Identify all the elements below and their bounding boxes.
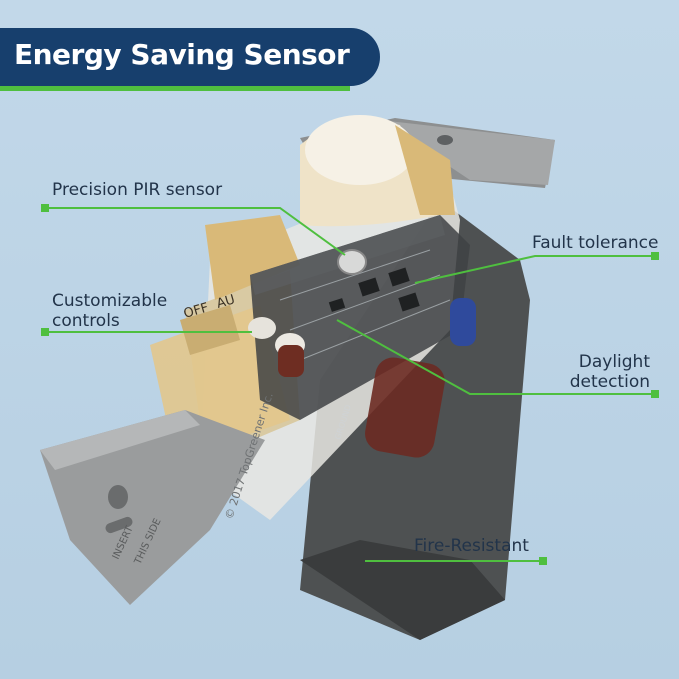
daylight-callout-line — [336, 319, 655, 395]
auto-label: AU — [215, 292, 237, 311]
pir-callout-line — [45, 207, 346, 256]
pir-dome — [300, 115, 455, 227]
fault-callout-line — [414, 255, 655, 284]
page-title: Energy Saving Sensor — [14, 38, 350, 71]
title-accent-stripe — [0, 86, 350, 91]
fault-tolerance-label: Fault tolerance — [532, 233, 659, 253]
title-banner — [0, 28, 380, 86]
fire-resistant-label: Fire-Resistant — [414, 536, 529, 556]
callout-lines — [45, 207, 655, 562]
callout-endpoints — [41, 204, 659, 565]
pir-sensor-label: Precision PIR sensor — [52, 180, 223, 200]
components — [248, 249, 476, 458]
off-label: OFF — [182, 300, 210, 321]
bottom-mounting-plate — [40, 410, 265, 605]
daylight-label-line2: detection — [569, 372, 650, 392]
controls-label-line2: controls — [52, 311, 120, 331]
controls-label-line1: Customizable — [52, 291, 168, 311]
daylight-label-line1: Daylight — [578, 352, 650, 372]
